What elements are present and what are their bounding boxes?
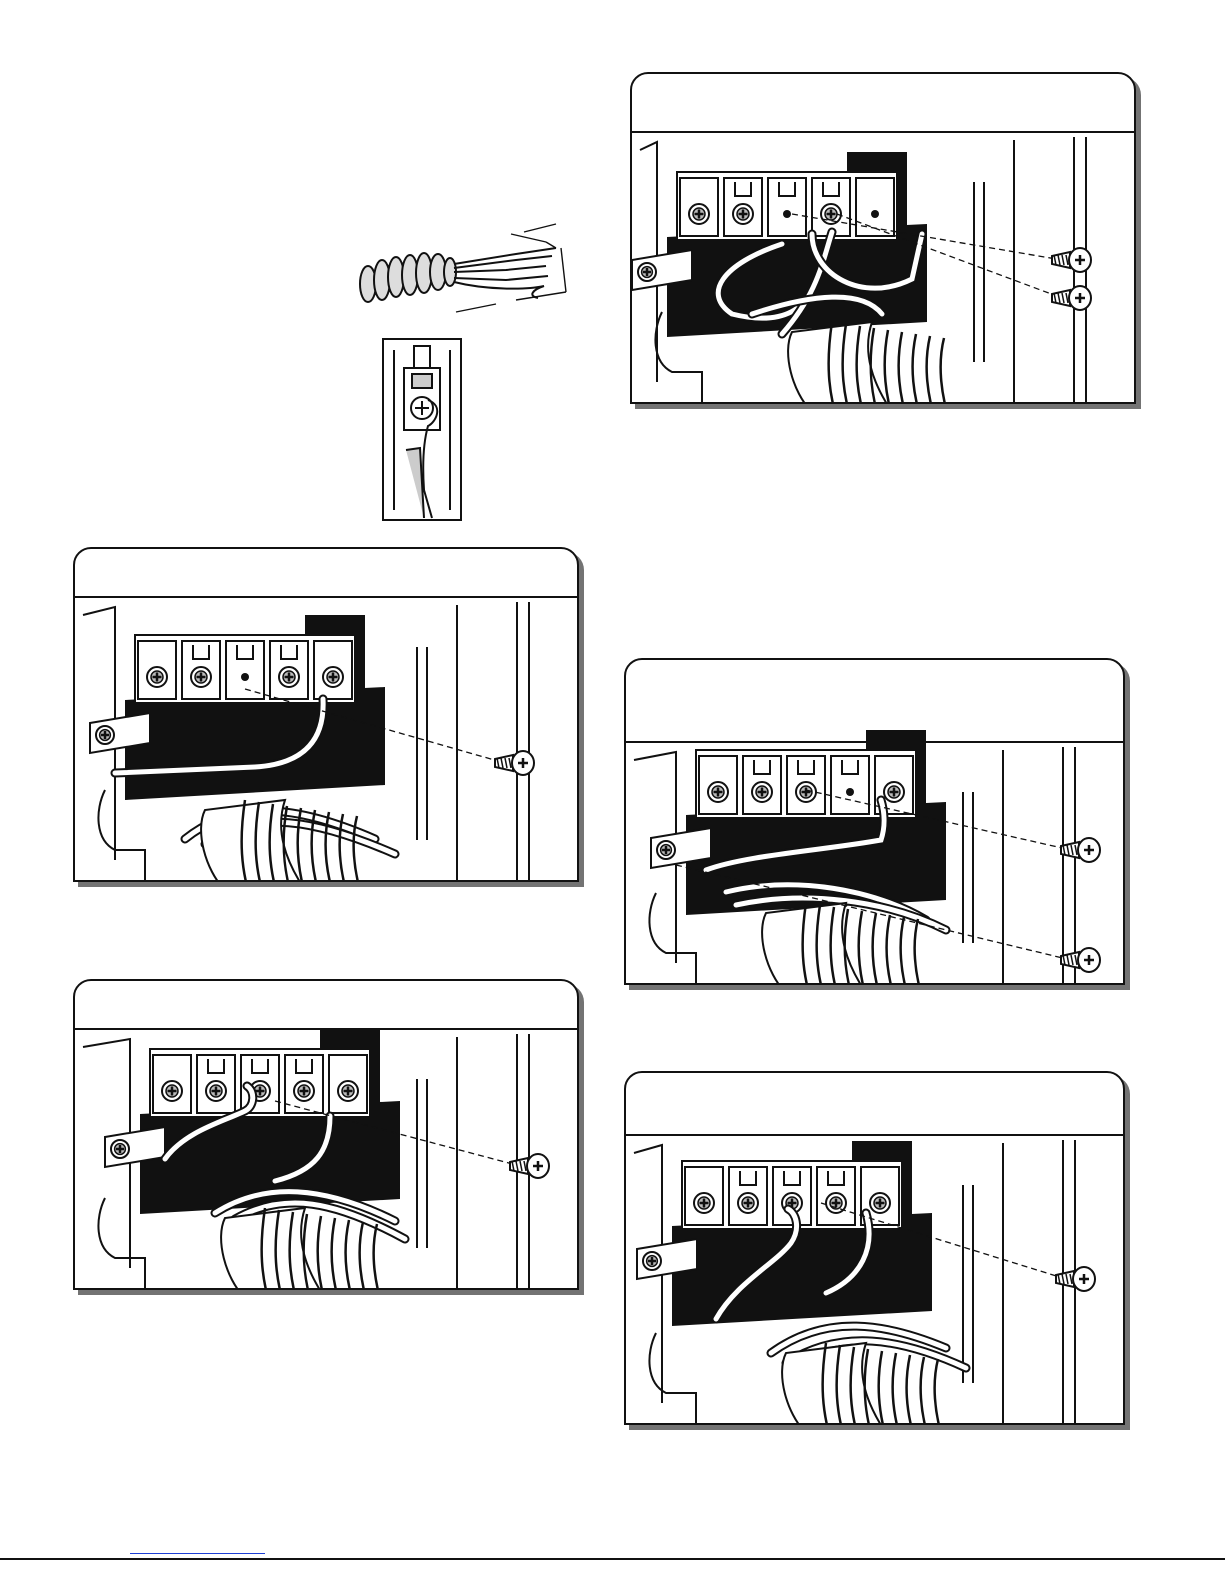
cabinet-slot <box>963 1185 973 1383</box>
cabinet-slot <box>974 182 984 362</box>
terminal-block-loop-icon <box>75 981 577 1288</box>
cabinet-curve <box>649 1333 696 1423</box>
terminal-post <box>831 756 869 814</box>
terminal-screw-icon <box>752 782 772 802</box>
terminal-hole <box>241 673 249 681</box>
cabinet-slot <box>963 792 973 943</box>
terminal-screw-icon <box>162 1081 182 1101</box>
terminal-screw-icon <box>338 1081 358 1101</box>
terminal-screw-icon <box>323 667 343 687</box>
terminal-screw-icon <box>279 667 299 687</box>
conduit-icon <box>782 1343 944 1423</box>
terminal-screw-icon <box>870 1193 890 1213</box>
terminal-post <box>226 641 264 699</box>
illustration <box>75 1029 577 1288</box>
terminal-screw-icon <box>294 1081 314 1101</box>
terminal-block-one-screw-icon <box>75 549 577 880</box>
terminal-screw-icon <box>733 204 753 224</box>
terminal-screw-icon <box>191 667 211 687</box>
loose-screw-icon <box>510 1154 549 1178</box>
cabinet-curve <box>98 790 145 880</box>
terminal-post <box>768 178 806 236</box>
ground-screw-icon <box>638 263 656 281</box>
loose-screw-icon <box>1052 248 1091 272</box>
loose-screw-icon <box>495 751 534 775</box>
loose-screw-icon <box>1052 286 1091 310</box>
terminal-hole <box>783 210 791 218</box>
terminal-screw-icon <box>147 667 167 687</box>
stripped-wire-detail <box>356 220 576 320</box>
terminal-screw-icon <box>796 782 816 802</box>
illustration <box>75 597 577 880</box>
terminal-screw-icon <box>738 1193 758 1213</box>
figure-loop-terminal-left <box>73 979 579 1290</box>
ground-screw-icon <box>643 1252 661 1270</box>
terminal-screw-icon <box>689 204 709 224</box>
terminal-block-two-screws-icon <box>632 74 1134 402</box>
cabinet-slot <box>417 1079 427 1248</box>
figure-ground-screw-terminal <box>624 658 1125 985</box>
figure-two-screw-terminal <box>630 72 1136 404</box>
illustration <box>626 730 1123 983</box>
cabinet-slot <box>417 647 427 840</box>
terminal-hole <box>846 788 854 796</box>
terminal-screw-icon <box>694 1193 714 1213</box>
conduit-icon <box>201 800 363 880</box>
terminal-post <box>856 178 894 236</box>
terminal-block-loop-icon <box>626 1073 1123 1423</box>
stripped-wire-icon <box>360 224 566 312</box>
loose-screw-icon <box>1056 1267 1095 1291</box>
figure-single-screw-terminal <box>73 547 579 882</box>
terminal-block-ground-screw-icon <box>626 660 1123 983</box>
ground-screw-icon <box>96 726 114 744</box>
loose-screw-icon <box>1061 948 1100 972</box>
illustration <box>632 132 1134 402</box>
ground-screw-icon <box>657 841 675 859</box>
figure-loop-terminal-right <box>624 1071 1125 1425</box>
terminal-hook-detail <box>382 338 462 521</box>
footer-link[interactable] <box>130 1553 265 1554</box>
terminal-screw-icon <box>884 782 904 802</box>
terminal-hole <box>871 210 879 218</box>
terminal-hook-icon <box>384 340 460 519</box>
conduit-icon <box>788 322 950 402</box>
footer-rule <box>0 1558 1225 1560</box>
terminal-screw-icon <box>206 1081 226 1101</box>
cabinet-curve <box>98 1198 145 1288</box>
terminal-screw-icon <box>708 782 728 802</box>
loose-screw-icon <box>1061 838 1100 862</box>
illustration <box>626 1135 1123 1423</box>
ground-screw-icon <box>111 1140 129 1158</box>
